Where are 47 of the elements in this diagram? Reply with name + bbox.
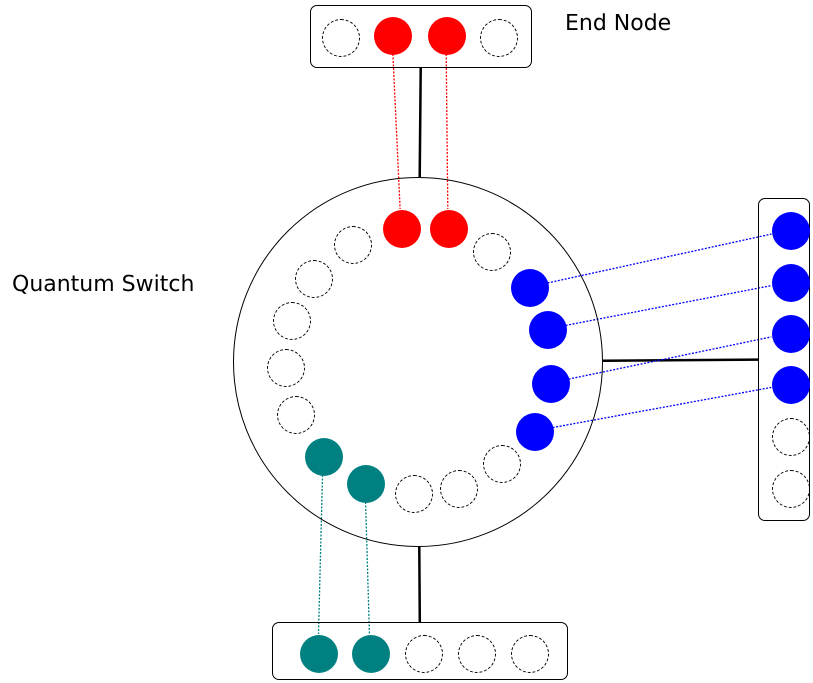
empty-slot-circle	[473, 233, 511, 271]
dotted-connector	[318, 474, 324, 634]
empty-slot-circle	[322, 19, 360, 57]
node-label: Quantum Switch	[12, 272, 194, 298]
empty-slot-circle	[395, 475, 433, 513]
qubit-circle	[511, 269, 549, 307]
empty-slot-circle	[273, 302, 311, 340]
empty-slot-circle	[458, 635, 496, 673]
qubit-circle	[374, 17, 412, 55]
qubit-circle	[772, 212, 810, 250]
dotted-connector	[392, 54, 401, 210]
empty-slot-circle	[511, 635, 549, 673]
empty-slot-circle	[405, 635, 443, 673]
qubit-circle	[772, 264, 810, 302]
empty-slot-circle	[480, 19, 518, 57]
dotted-connector	[568, 336, 772, 380]
qubit-circle	[428, 17, 466, 55]
empty-slot-circle	[295, 260, 333, 298]
end-node-box	[758, 198, 810, 521]
qubit-circle	[772, 366, 810, 404]
dotted-connector	[446, 54, 448, 209]
end-node-box	[272, 622, 568, 680]
qubit-circle	[430, 210, 468, 248]
dotted-connector	[364, 502, 370, 634]
node-label: End Node	[565, 11, 672, 37]
empty-slot-circle	[334, 226, 372, 264]
connector-line	[418, 546, 422, 622]
empty-slot-circle	[277, 396, 315, 434]
qubit-circle	[305, 438, 343, 476]
empty-slot-circle	[772, 470, 810, 508]
qubit-circle	[532, 365, 570, 403]
qubit-circle	[347, 465, 385, 503]
empty-slot-circle	[772, 418, 810, 456]
qubit-circle	[772, 315, 810, 353]
qubit-circle	[300, 635, 338, 673]
qubit-circle	[516, 413, 554, 451]
connector-line	[602, 358, 758, 362]
empty-slot-circle	[483, 445, 521, 483]
dotted-connector	[547, 233, 772, 284]
empty-slot-circle	[440, 470, 478, 508]
qubit-circle	[352, 635, 390, 673]
empty-slot-circle	[267, 349, 305, 387]
connector-line	[418, 68, 422, 178]
qubit-circle	[529, 311, 567, 349]
dotted-connector	[552, 386, 772, 428]
dotted-connector	[566, 284, 772, 326]
qubit-circle	[383, 210, 421, 248]
